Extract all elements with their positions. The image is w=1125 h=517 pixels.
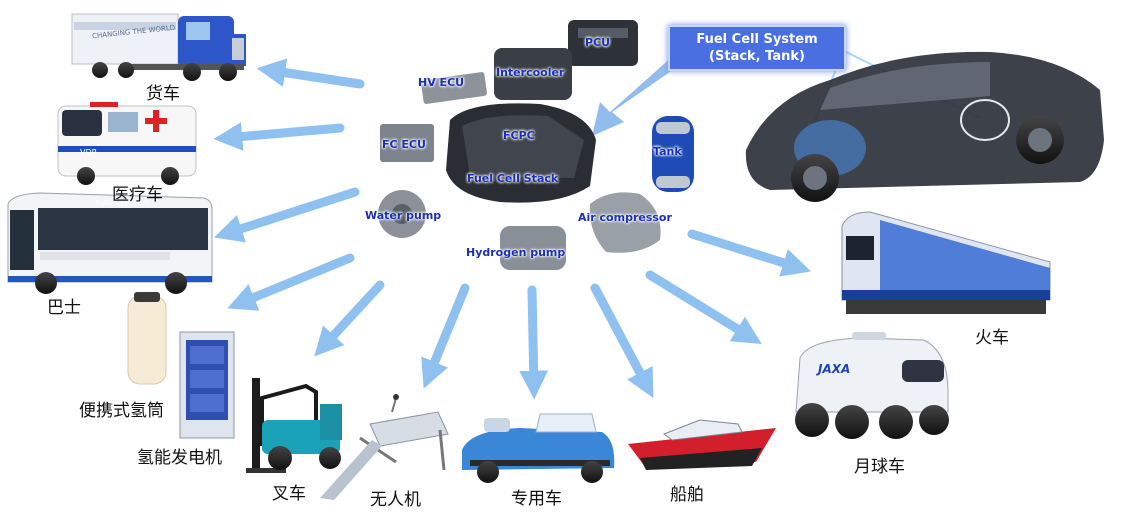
tank-label: Tank: [653, 145, 682, 158]
arrow-to-ambulance: [213, 122, 345, 151]
air-compressor-image: [589, 192, 661, 253]
ambulance-side-text: VDR: [80, 148, 98, 157]
arrow-to-lunar-rover: [645, 270, 762, 345]
hydrogen-pump-image: [500, 226, 566, 270]
train-label: 火车: [975, 328, 1009, 348]
fc-ecu-image: [380, 124, 434, 162]
water-pump-image: [378, 190, 426, 238]
air-compressor-label: Air compressor: [578, 211, 672, 224]
arrow-to-bus: [214, 187, 360, 243]
boat-image: [628, 419, 776, 470]
drone-label: 无人机: [370, 490, 421, 510]
intercooler-image: [494, 48, 572, 100]
arrow-to-train: [687, 229, 811, 277]
water-pump-label: Water pump: [365, 209, 442, 222]
system-box-line2: (Stack, Tank): [709, 49, 805, 64]
lunar-logo-text: JAXA: [818, 362, 851, 376]
bus-roof-text: FUEL CELL BUS: [96, 199, 150, 207]
arrow-to-boat: [590, 283, 654, 399]
generator-image: [179, 331, 235, 439]
fuel-cell-system-box: Fuel Cell System (Stack, Tank): [668, 25, 846, 71]
arrow-to-cylinder: [227, 253, 355, 311]
bus-label: 巴士: [47, 298, 81, 318]
forklift-label: 叉车: [272, 484, 306, 504]
fuel-cell-stack-label: Fuel Cell Stack: [467, 172, 559, 185]
car-image: [745, 51, 1104, 202]
special-vehicle-label: 专用车: [511, 489, 562, 509]
fc-ecu-label: FC ECU: [382, 138, 426, 151]
lunar-rover-image: [795, 332, 949, 439]
fuel-cell-stack-image: [446, 103, 596, 203]
forklift-image: [246, 378, 342, 473]
arrow-to-truck: [256, 58, 365, 89]
system-box-line1: Fuel Cell System: [696, 32, 818, 47]
hydrogen-pump-label: Hydrogen pump: [466, 246, 566, 259]
cylinder-image: [127, 292, 167, 385]
arrow-to-forklift: [314, 280, 385, 357]
generator-label: 氢能发电机: [137, 448, 222, 468]
special-vehicle-image: [462, 413, 615, 483]
intercooler-label: Intercooler: [496, 66, 565, 79]
hv-ecu-label: HV ECU: [418, 76, 465, 89]
arrow-to-drone: [421, 283, 470, 389]
ambulance-label: 医疗车: [112, 185, 163, 205]
tank-image: [652, 116, 694, 192]
portable-cylinder-label: 便携式氢筒: [79, 401, 164, 421]
bus-image: [7, 192, 213, 294]
system-arrow: [592, 48, 690, 136]
boat-label: 船舶: [670, 485, 704, 505]
train-image: [841, 211, 1051, 314]
truck-label: 货车: [146, 84, 180, 104]
arrow-to-special-vehicle: [519, 285, 549, 400]
hv-ecu-image: [421, 72, 487, 104]
drone-image: [320, 394, 449, 500]
pcu-label: PCU: [585, 36, 611, 49]
fcpc-label: FCPC: [503, 129, 535, 142]
pcu-image: [568, 20, 638, 66]
ambulance-image: [57, 102, 197, 185]
lunar-rover-label: 月球车: [854, 457, 905, 477]
truck-image: [71, 13, 246, 81]
